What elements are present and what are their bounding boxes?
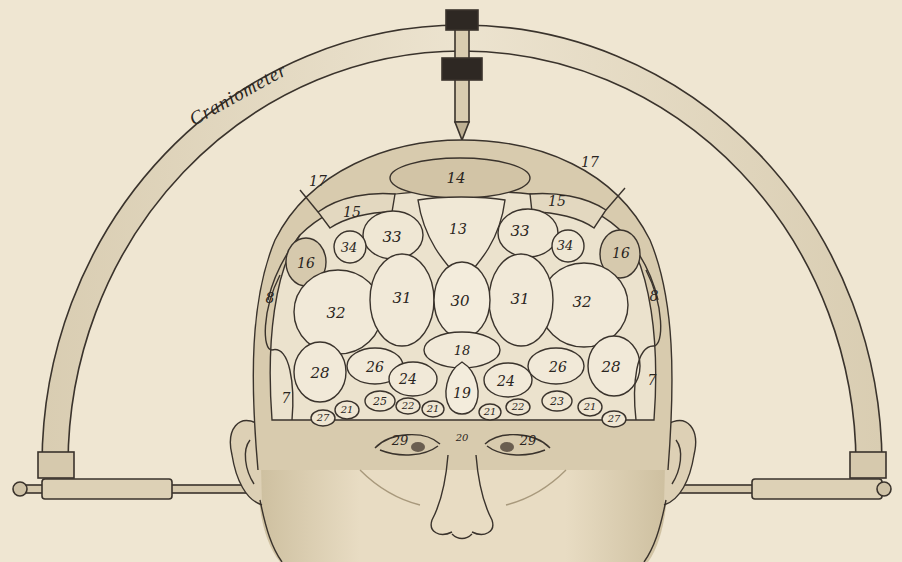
callout-number: 31 — [392, 291, 411, 306]
callout-number: 21 — [427, 404, 440, 414]
instrument-name: Craniometer — [186, 60, 290, 129]
callout-number: 15 — [548, 194, 566, 208]
callout-number: 28 — [601, 360, 620, 375]
callout-number: 16 — [297, 256, 315, 270]
callout-number: 21 — [341, 405, 354, 415]
callout-number: 13 — [449, 222, 467, 236]
callout-number: 32 — [326, 306, 345, 321]
head — [230, 140, 695, 562]
callout-number: 27 — [608, 414, 621, 424]
callout-number: 27 — [317, 413, 330, 423]
callout-number: 29 — [392, 434, 409, 447]
callout-number: 31 — [510, 292, 529, 307]
callout-number: 34 — [557, 239, 574, 252]
callout-number: 30 — [450, 294, 469, 309]
callout-number: 26 — [366, 360, 384, 374]
callout-number: 28 — [310, 366, 329, 381]
callout-number: 24 — [399, 372, 417, 386]
callout-number: 25 — [373, 396, 387, 407]
callout-number: 7 — [282, 391, 291, 405]
callout-number: 33 — [510, 224, 529, 239]
callout-number: 21 — [584, 402, 597, 412]
callout-number: 29 — [520, 434, 537, 447]
callout-number: 22 — [512, 402, 525, 412]
callout-number: 24 — [497, 374, 515, 388]
callout-number: 14 — [446, 171, 465, 186]
callout-number: 19 — [453, 386, 471, 400]
callout-number: 21 — [484, 407, 497, 417]
callout-number: 15 — [343, 205, 361, 219]
callout-number: 8 — [266, 291, 275, 305]
callout-number: 22 — [402, 401, 415, 411]
callout-number: 8 — [650, 289, 659, 303]
callout-number: 33 — [382, 230, 401, 245]
callout-number: 17 — [309, 174, 327, 188]
callout-number: 18 — [454, 344, 471, 357]
callout-number: 32 — [572, 295, 591, 310]
callout-number: 17 — [581, 155, 599, 169]
callout-number: 20 — [456, 433, 469, 443]
craniometer — [13, 10, 891, 499]
callout-number: 26 — [549, 360, 567, 374]
callout-number: 23 — [550, 396, 564, 407]
callout-number: 16 — [612, 246, 630, 260]
callout-number: 7 — [648, 373, 657, 387]
callout-number: 34 — [341, 241, 358, 254]
